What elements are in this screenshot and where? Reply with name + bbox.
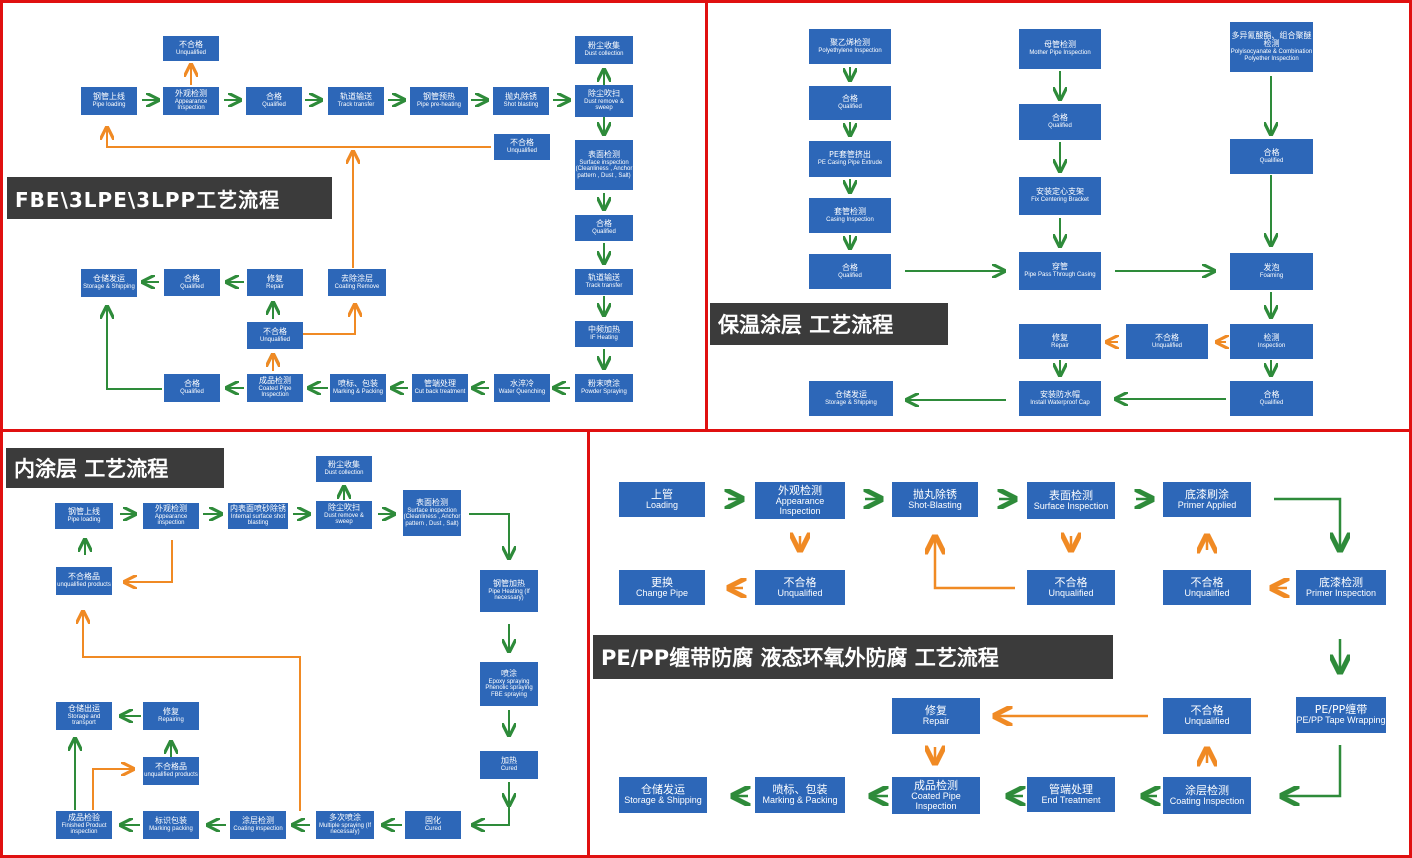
- p2-title: 保温涂层 工艺流程: [710, 303, 948, 345]
- p4-title: PE/PP缠带防腐 液态环氧外防腐 工艺流程: [593, 635, 1113, 679]
- p3-title: 内涂层 工艺流程: [6, 448, 224, 488]
- panel3-arrows: [3, 432, 590, 858]
- p1-title: FBE\3LPE\3LPP工艺流程: [7, 177, 332, 219]
